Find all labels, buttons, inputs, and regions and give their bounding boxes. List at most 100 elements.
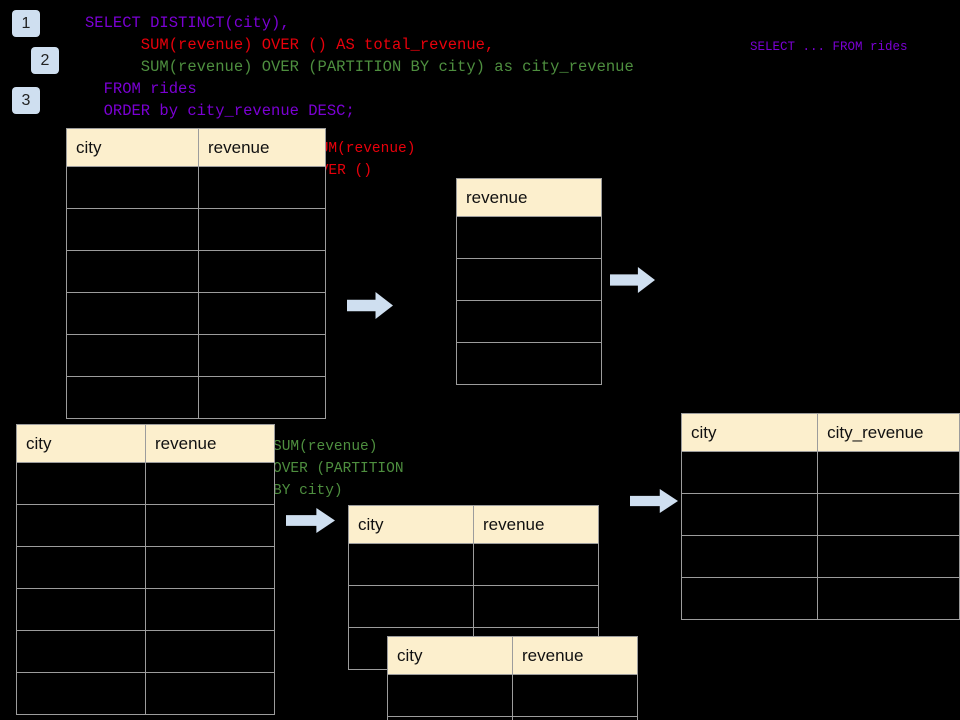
arrow-total-to-result xyxy=(610,267,655,293)
table-row xyxy=(66,334,326,377)
column-header-city: city xyxy=(66,128,199,167)
table-total-revenue: revenue xyxy=(456,178,602,385)
table-cell-empty xyxy=(198,250,326,293)
step-badge-3: 3 xyxy=(12,87,40,114)
table-row xyxy=(680,577,960,620)
table-row xyxy=(680,493,960,536)
arrow-partition-to-result xyxy=(630,489,678,513)
arrow-right-icon xyxy=(630,489,678,513)
column-header-revenue: revenue xyxy=(145,424,275,463)
table-cell-empty xyxy=(66,166,199,209)
table-row xyxy=(680,451,960,494)
table-row xyxy=(16,630,275,673)
sql-line-5: ORDER by city_revenue DESC; xyxy=(85,102,355,120)
arrow-right-icon xyxy=(610,267,655,293)
arrow-rides-to-total xyxy=(347,292,393,319)
table-cell-empty xyxy=(456,216,602,259)
column-header-city_revenue: city_revenue xyxy=(817,413,960,452)
table-row xyxy=(16,588,275,631)
table-cell-empty xyxy=(66,208,199,251)
table-cell-empty xyxy=(145,672,275,715)
annot-total-revenue: SUM(revenue) OVER () xyxy=(311,141,416,179)
table-cell-empty xyxy=(456,258,602,301)
table-cell-empty xyxy=(817,493,960,536)
column-header-city: city xyxy=(680,413,819,452)
step-badge-2: 2 xyxy=(31,47,59,74)
table-cell-empty xyxy=(473,585,599,628)
table-cell-empty xyxy=(512,716,638,720)
sql-line-3: SUM(revenue) OVER (PARTITION BY city) as… xyxy=(85,58,634,76)
annot-city-revenue: SUM(revenue) OVER (PARTITION BY city) xyxy=(273,439,404,499)
table-row xyxy=(66,292,326,335)
table-row xyxy=(680,535,960,578)
step-badge-1: 1 xyxy=(12,10,40,37)
table-row xyxy=(16,546,275,589)
table-cell-empty xyxy=(145,630,275,673)
table-cell-empty xyxy=(387,674,513,717)
arrow-rides-to-partition xyxy=(286,508,335,533)
table-cell-empty xyxy=(16,630,146,673)
table-cell-empty xyxy=(348,585,474,628)
table-cell-empty xyxy=(456,342,602,385)
table-cell-empty xyxy=(680,577,819,620)
table-row xyxy=(16,462,275,505)
table-cell-empty xyxy=(16,504,146,547)
column-header-revenue: revenue xyxy=(512,636,638,675)
table-row xyxy=(456,300,602,343)
table-cell-empty xyxy=(66,334,199,377)
sql-side-note: SELECT ... FROM rides xyxy=(750,40,908,54)
column-header-revenue: revenue xyxy=(456,178,602,217)
table-cell-empty xyxy=(456,300,602,343)
arrow-right-icon xyxy=(347,292,393,319)
table-row xyxy=(66,250,326,293)
table-cell-empty xyxy=(16,546,146,589)
table-cell-empty xyxy=(66,292,199,335)
table-row xyxy=(66,166,326,209)
sql-line-1: SELECT DISTINCT(city), xyxy=(85,14,290,32)
table-cell-empty xyxy=(473,543,599,586)
table-row xyxy=(456,342,602,385)
sql-query-block: SELECT DISTINCT(city), SUM(revenue) OVER… xyxy=(85,12,634,122)
table-cell-empty xyxy=(145,546,275,589)
table-header-row: revenue xyxy=(456,178,602,217)
table-row xyxy=(16,504,275,547)
sql-line-4: FROM rides xyxy=(85,80,197,98)
table-cell-empty xyxy=(198,166,326,209)
table-cell-empty xyxy=(680,493,819,536)
table-cell-empty xyxy=(198,376,326,419)
table-cell-empty xyxy=(817,535,960,578)
table-cell-empty xyxy=(145,504,275,547)
table-cell-empty xyxy=(512,674,638,717)
table-cell-empty xyxy=(66,250,199,293)
table-row xyxy=(16,672,275,715)
table-row xyxy=(348,585,599,628)
table-cell-empty xyxy=(16,588,146,631)
table-cell-empty xyxy=(145,588,275,631)
table-cell-empty xyxy=(198,292,326,335)
table-row xyxy=(456,216,602,259)
table-cell-empty xyxy=(198,334,326,377)
table-row xyxy=(348,543,599,586)
table-cell-empty xyxy=(680,535,819,578)
table-cell-empty xyxy=(16,672,146,715)
table-cell-empty xyxy=(145,462,275,505)
table-cell-empty xyxy=(817,577,960,620)
column-header-city: city xyxy=(16,424,146,463)
column-header-city: city xyxy=(348,505,474,544)
table-cell-empty xyxy=(198,208,326,251)
table-row xyxy=(66,208,326,251)
table-row xyxy=(387,716,638,720)
column-header-revenue: revenue xyxy=(473,505,599,544)
column-header-city: city xyxy=(387,636,513,675)
table-row xyxy=(456,258,602,301)
table-cell-empty xyxy=(387,716,513,720)
